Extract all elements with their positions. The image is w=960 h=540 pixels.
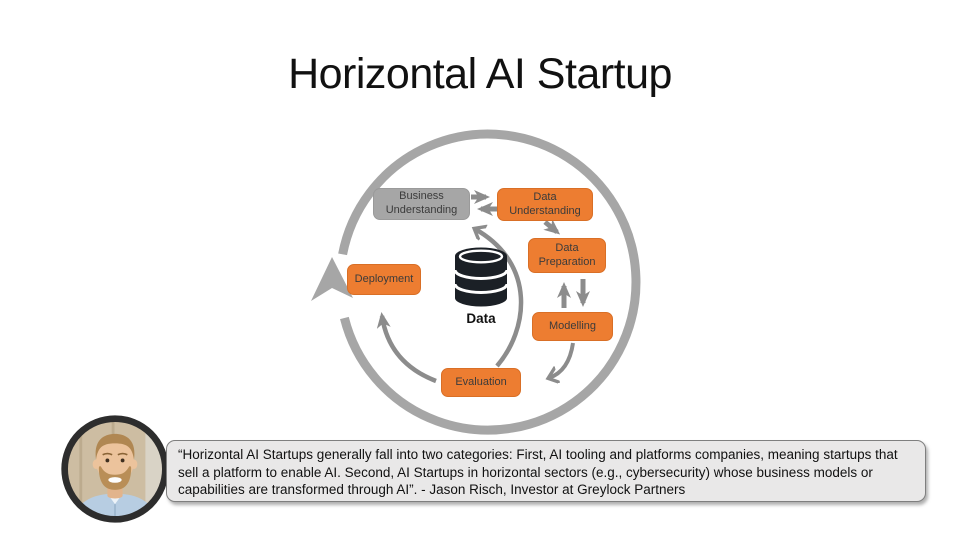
node-label: Data Understanding — [509, 190, 581, 217]
quote-text: “Horizontal AI Startups generally fall i… — [178, 447, 898, 497]
node-data-understanding: Data Understanding — [497, 188, 593, 221]
quote-box: “Horizontal AI Startups generally fall i… — [166, 440, 926, 502]
smile — [108, 477, 122, 483]
node-label: Data Preparation — [538, 241, 596, 268]
node-data-preparation: Data Preparation — [528, 238, 606, 273]
page-title: Horizontal AI Startup — [288, 50, 672, 98]
speaker-photo — [61, 415, 169, 523]
photo-border — [61, 415, 169, 523]
database-icon — [453, 247, 509, 307]
cycle-ring — [338, 129, 641, 435]
arrow-dataunderstanding-to-datapreparation — [543, 218, 561, 235]
arrow-evaluation-to-deployment — [376, 312, 437, 384]
database-label: Data — [466, 311, 496, 326]
node-deployment: Deployment — [347, 264, 421, 295]
node-evaluation: Evaluation — [441, 368, 521, 397]
node-label: Evaluation — [455, 375, 507, 388]
arrow-evaluation-to-business — [475, 229, 524, 368]
node-label: Business Understanding — [385, 190, 458, 216]
arrow-modelling-to-evaluation — [549, 342, 575, 378]
node-business-understanding: Business Understanding — [373, 188, 470, 220]
cycle-arrowhead-icon — [311, 257, 353, 301]
node-label: Modelling — [548, 319, 597, 332]
hair — [95, 433, 135, 460]
node-label: Deployment — [354, 272, 414, 285]
node-modelling: Modelling — [532, 312, 613, 341]
